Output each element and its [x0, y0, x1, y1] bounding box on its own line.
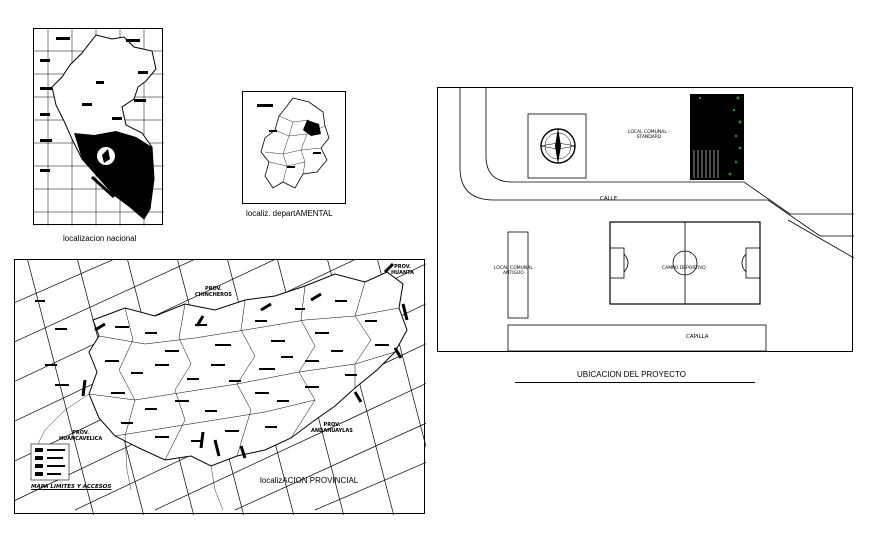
provincial-map-caption: localizACION PROVINCIAL [260, 476, 359, 485]
label-prov-huanta: PROV. HUANTA [391, 264, 415, 276]
national-location-map [33, 28, 164, 226]
departmental-map-caption: localiz. departAMENTAL [246, 209, 333, 218]
department-outline [260, 97, 330, 189]
label-capilla: CAPILLA [686, 334, 709, 340]
label-campo-deportivo: CAMPO DEPORTIVO [662, 266, 706, 271]
departmental-map-drawing [257, 97, 330, 189]
sports-field [609, 221, 761, 305]
label-calle: CALLE [600, 196, 618, 202]
legend-title: MAPA LIMITES Y ACCESOS [31, 484, 112, 490]
label-prov-huancavelica: PROV. HUANCAVELICA [59, 430, 103, 442]
departmental-location-map [242, 91, 346, 204]
label-local-antiguo: LOCAL COMUNAL ANTIGUO [494, 266, 533, 276]
label-local-nuevo: LOCAL COMUNAL - STANDARD [628, 130, 670, 140]
capilla-building [507, 324, 767, 352]
vegetation-dots [698, 96, 742, 176]
site-plan-title: UBICACION DEL PROYECTO [577, 370, 686, 379]
local-comunal-antiguo-building [507, 231, 529, 319]
label-prov-andahuaylas: PROV. ANDAHUAYLAS [311, 422, 353, 434]
place-name-labels [35, 300, 389, 442]
local-comunal-nuevo-building [690, 94, 744, 180]
site-plan: LOCAL COMUNAL - STANDARD CALLE LOCAL COM… [437, 87, 854, 352]
site-plan-drawing [459, 88, 854, 352]
label-prov-chincheros: PROV. CHINCHEROS [195, 286, 232, 298]
site-plan-title-underline [515, 382, 755, 383]
highlighted-province [303, 120, 321, 136]
boundary-ticks [81, 262, 409, 459]
national-map-caption: localizacion nacional [63, 234, 137, 243]
street-outlines [459, 88, 854, 259]
provincial-location-map: PROV. CHINCHEROS PROV. HUANTA PROV. HUAN… [14, 259, 426, 515]
provincial-map-drawing [15, 260, 426, 515]
national-map-drawing [34, 29, 164, 226]
